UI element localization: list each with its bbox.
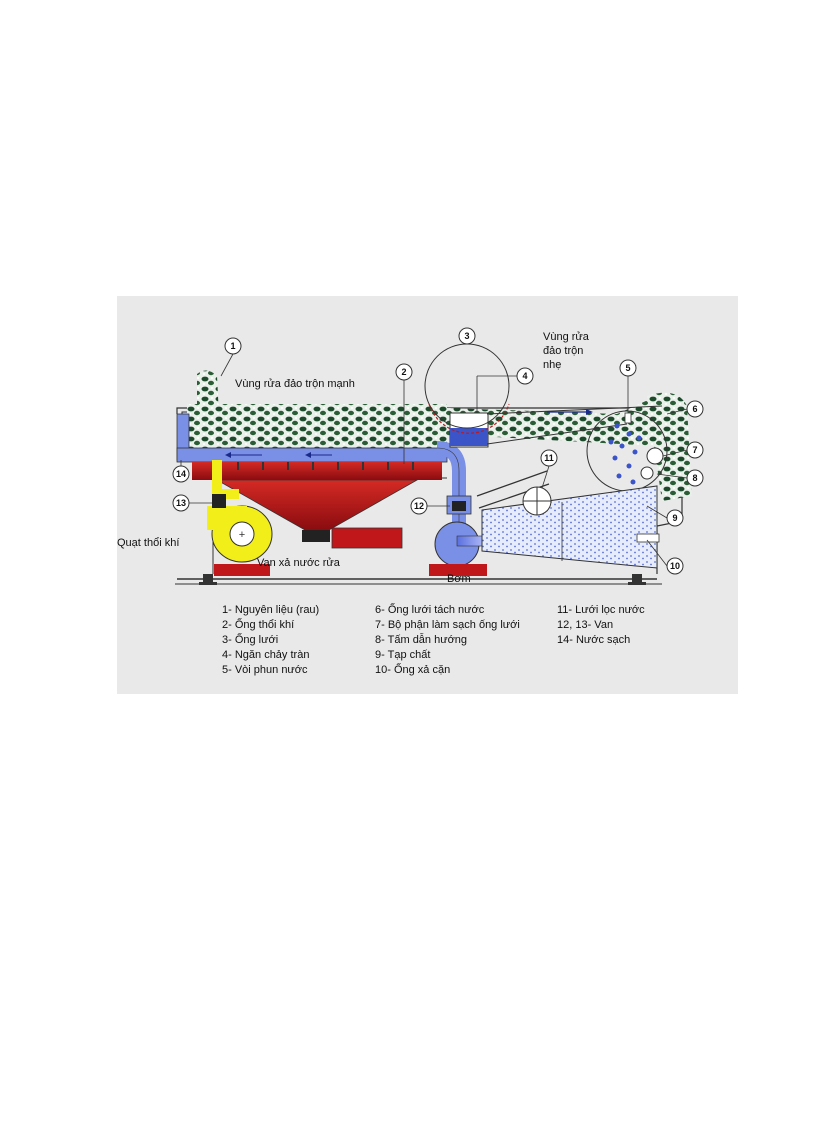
callout-2: 2	[401, 367, 406, 377]
legend-item: 3- Ống lưới	[222, 632, 278, 646]
callout-7: 7	[692, 445, 697, 455]
legend-item: 8- Tấm dẫn hướng	[375, 633, 467, 646]
mesh-conveyor	[486, 405, 663, 445]
callout-9: 9	[672, 513, 677, 523]
zone-gentle-label-3: nhẹ	[543, 359, 561, 371]
legend-item: 10- Ống xả cặn	[375, 662, 450, 676]
valve-label: Van xả nước rửa	[257, 557, 341, 569]
legend-item: 2- Ống thổi khí	[222, 617, 294, 631]
filter-tank	[476, 470, 660, 569]
zone-gentle-label-1: Vùng rửa	[543, 331, 590, 343]
legend: 1- Nguyên liệu (rau) 2- Ống thổi khí 3- …	[222, 602, 645, 676]
callout-10: 10	[670, 561, 680, 571]
legend-item: 4- Ngăn chảy tràn	[222, 649, 309, 661]
sediment-hopper	[192, 462, 442, 549]
blower-fan: +	[207, 460, 273, 576]
callout-13: 13	[176, 498, 186, 508]
washing-machine-diagram: +	[117, 296, 738, 694]
zone-gentle-label-2: đảo trộn	[543, 345, 583, 357]
callout-6: 6	[692, 404, 697, 414]
water-separator-drum	[586, 410, 668, 492]
vegetables-strong-zone	[187, 404, 447, 448]
callout-11: 11	[544, 453, 554, 463]
callout-4: 4	[522, 371, 527, 381]
vegetables-gentle-zone	[447, 396, 677, 446]
callout-leaders	[180, 353, 688, 567]
callout-3: 3	[464, 331, 469, 341]
callout-8: 8	[692, 473, 697, 483]
callout-12: 12	[414, 501, 424, 511]
callout-5: 5	[625, 363, 630, 373]
zone-strong-label: Vùng rửa đảo trộn mạnh	[235, 378, 355, 390]
legend-item: 9- Tạp chất	[375, 649, 430, 661]
legend-item: 12, 13- Van	[557, 619, 613, 631]
legend-item: 5- Vòi phun nước	[222, 664, 308, 676]
legend-item: 11- Lưới lọc nước	[557, 604, 645, 616]
svg-text:+: +	[239, 529, 245, 541]
callout-1: 1	[230, 341, 235, 351]
fan-label: Quạt thổi khí	[117, 537, 179, 549]
pump-label: Bơm	[447, 573, 471, 585]
legend-item: 6- Ống lưới tách nước	[375, 602, 485, 616]
legend-item: 7- Bộ phận làm sạch ống lưới	[375, 619, 520, 631]
legend-item: 1- Nguyên liệu (rau)	[222, 604, 319, 616]
callout-14: 14	[176, 469, 186, 479]
legend-item: 14- Nước sạch	[557, 634, 630, 646]
